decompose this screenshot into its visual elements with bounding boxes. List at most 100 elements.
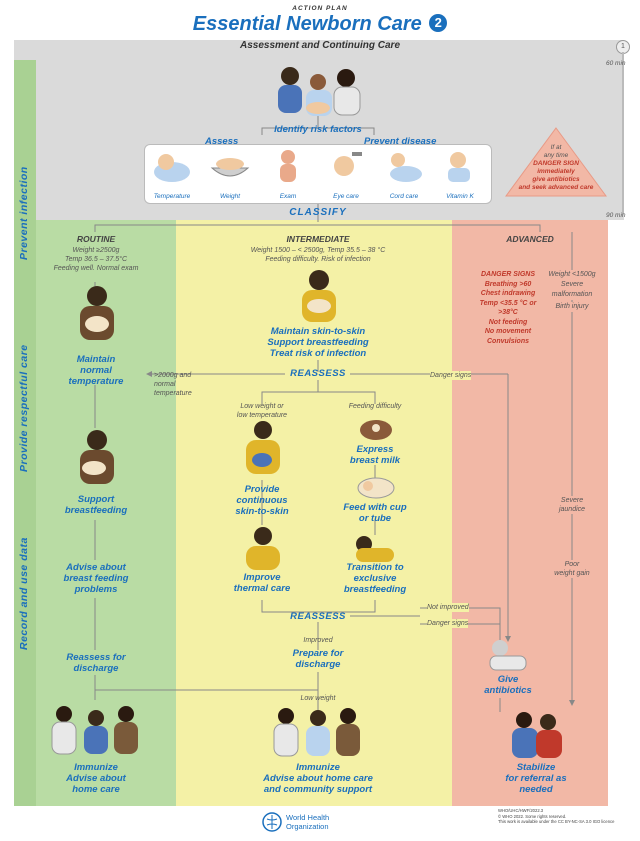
- routine-step-line: Advise about: [66, 562, 126, 573]
- danger-sign-item: Chest indrawing: [480, 290, 536, 297]
- prepare-discharge: Prepare for discharge: [260, 648, 376, 670]
- intermediate-step-line: Treat risk of infection: [269, 348, 367, 359]
- improve-thermal-care: Improve thermal care: [212, 572, 312, 594]
- assess-caption: Cord care: [389, 193, 419, 200]
- intermediate-step1: Maintain skin-to-skin Support breastfeed…: [228, 326, 408, 359]
- routine-step-line: Advise about: [66, 773, 126, 784]
- to-routine-line: normal: [154, 381, 176, 388]
- routine-criterion: Temp 36.5 – 37.5°C: [64, 256, 128, 263]
- danger-sign-item: Convulsions: [486, 337, 529, 345]
- mother-skin-to-skin-figure: [302, 270, 336, 322]
- routine-heading: ROUTINE: [76, 234, 116, 244]
- danger-note-line: immediately: [537, 168, 575, 175]
- advanced-criterion: Birth injury: [538, 302, 606, 312]
- intermediate-family-figure: [273, 708, 360, 757]
- mother-breastfeeding-figure: [356, 536, 394, 562]
- advanced-criterion: Severe: [560, 497, 584, 504]
- assess-caption: Eye care: [333, 193, 359, 200]
- intermediate-step-line: Express: [356, 444, 394, 455]
- advanced-criterion: weight gain: [554, 570, 590, 577]
- intermediate-step-line: Provide: [244, 484, 280, 495]
- fineprint: WHO/UHC/HWF/2022.3 © WHO 2022. Some righ…: [498, 808, 634, 825]
- org-line: World Health: [286, 813, 330, 822]
- eye-drop-icon: [334, 152, 362, 176]
- fineprint-line: This work is available under the CC BY-N…: [498, 819, 615, 824]
- routine-step-line: Immunize: [74, 762, 118, 773]
- mother-skin-to-skin-figure: [246, 421, 280, 474]
- reassess-label-2: REASSESS: [290, 611, 346, 622]
- intermediate-step-line: Maintain skin-to-skin: [270, 326, 366, 337]
- org-line: Organization: [286, 822, 329, 831]
- routine-step-line: Maintain: [76, 354, 116, 365]
- assess-weight: Weight: [204, 148, 256, 200]
- mother-thermal-care-figure: [246, 527, 280, 570]
- to-routine-criteria: >2000g and normal temperature: [154, 371, 214, 398]
- routine-step-line: temperature: [68, 376, 124, 387]
- intermediate-heading: INTERMEDIATE: [286, 234, 350, 244]
- danger-note-line: and seek advanced care: [518, 184, 594, 191]
- left-stripe: [14, 60, 36, 806]
- title-number-badge: 2: [429, 14, 448, 32]
- advanced-criterion: Weight <1500g: [538, 270, 606, 280]
- advanced-criterion: Poor: [564, 561, 580, 568]
- advanced-criterion: malformation: [538, 290, 606, 300]
- intermediate-step-line: breastfeeding: [343, 584, 407, 595]
- to-routine-line: temperature: [154, 390, 192, 397]
- danger-note-line: give antibiotics: [532, 176, 580, 183]
- title-text: Essential Newborn Care: [192, 13, 422, 35]
- reassess-label-1: REASSESS: [290, 368, 346, 379]
- danger-sign-item: >38°C: [498, 309, 518, 316]
- intermediate-criterion: Feeding difficulty. Risk of infection: [265, 256, 371, 263]
- assess-cord-care: Cord care: [378, 148, 430, 200]
- routine-maintain-temp: Maintain normal temperature: [44, 354, 148, 387]
- scale-icon: [210, 158, 250, 177]
- advanced-criterion: jaundice: [558, 506, 586, 513]
- intermediate-step-line: discharge: [295, 659, 341, 670]
- danger-signs-label-1: Danger signs: [430, 371, 472, 380]
- baby-exam-icon: [280, 150, 296, 182]
- assess-exam: Exam: [262, 148, 314, 200]
- advanced-step-line: for referral as: [505, 773, 567, 784]
- mother-skin-to-skin-figure: [80, 286, 114, 340]
- routine-advise-problems: Advise about breast feeding problems: [40, 562, 152, 595]
- advanced-step-line: antibiotics: [484, 685, 532, 696]
- assess-label: Assess: [205, 136, 239, 147]
- who-emblem-icon: [262, 812, 282, 832]
- family-illustration: [278, 67, 361, 116]
- danger-note-line: DANGER SIGN: [533, 160, 579, 167]
- cup-feeding-figure: [357, 477, 395, 499]
- danger-note: If at any time DANGER SIGN immediately g…: [506, 144, 606, 192]
- routine-criterion: Feeding well. Normal exam: [53, 265, 139, 272]
- intermediate-step-line: continuous: [236, 495, 288, 506]
- fineprint-line: WHO/UHC/HWF/2022.3: [498, 808, 544, 813]
- low-weight-line: Low weight or: [240, 403, 284, 410]
- assess-caption: Exam: [279, 193, 297, 200]
- routine-step-line: breastfeeding: [64, 505, 128, 516]
- routine-criteria: Weight ≥2500g Temp 36.5 – 37.5°C Feeding…: [36, 246, 156, 273]
- advanced-heading: ADVANCED: [506, 234, 554, 244]
- page-title: Essential Newborn Care 2: [0, 13, 640, 36]
- intermediate-step-line: and community support: [263, 784, 373, 795]
- intermediate-step-line: Prepare for: [292, 648, 344, 659]
- to-routine-line: >2000g and: [154, 372, 192, 379]
- not-improved-label: Not improved: [427, 603, 469, 612]
- low-weight-line: low temperature: [236, 412, 288, 419]
- assess-caption: Temperature: [153, 193, 191, 200]
- routine-step-line: breast feeding: [63, 573, 129, 584]
- intermediate-step-line: Support breastfeeding: [267, 337, 369, 348]
- health-worker-injection-figure: [489, 640, 527, 671]
- transition-exclusive: Transition to exclusive breastfeeding: [326, 562, 424, 595]
- routine-family-figure: [51, 706, 138, 755]
- advanced-step-line: Stabilize: [516, 762, 556, 773]
- assess-eye-care: Eye care: [320, 148, 372, 200]
- intermediate-step-line: Transition to: [346, 562, 404, 573]
- intermediate-final-step: Immunize Advise about home care and comm…: [236, 762, 400, 795]
- danger-signs-title: DANGER SIGNS: [480, 271, 536, 278]
- expressing-milk-figure: [360, 420, 392, 440]
- express-breast-milk: Express breast milk: [330, 444, 420, 466]
- intermediate-step-line: Improve: [243, 572, 281, 583]
- routine-final-step: Immunize Advise about home care: [40, 762, 152, 795]
- routine-step-line: Reassess for: [66, 652, 126, 663]
- routine-step-line: discharge: [73, 663, 119, 674]
